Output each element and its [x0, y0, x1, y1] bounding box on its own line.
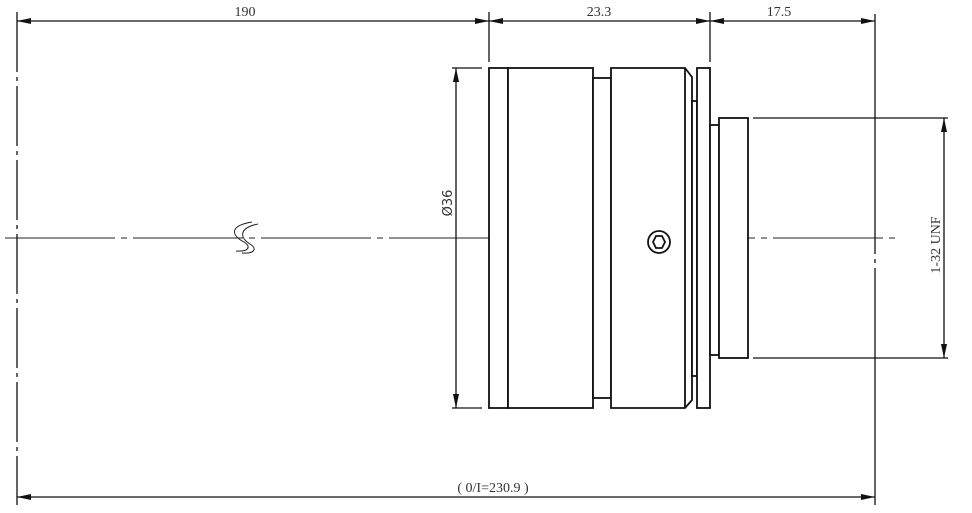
lens-body	[488, 67, 749, 409]
dim-length-17-5: 17.5	[767, 5, 792, 20]
dim-length-23-3: 23.3	[587, 5, 612, 20]
dim-thread-1-32-unf: 1-32 UNF	[929, 216, 944, 273]
dim-diameter-36: Ø36	[441, 190, 456, 217]
dim-total-length: ( 0/I=230.9 )	[457, 481, 529, 496]
break-symbol-icon	[234, 221, 253, 252]
dim-length-190: 190	[235, 5, 256, 20]
set-screw-icon	[647, 230, 671, 254]
